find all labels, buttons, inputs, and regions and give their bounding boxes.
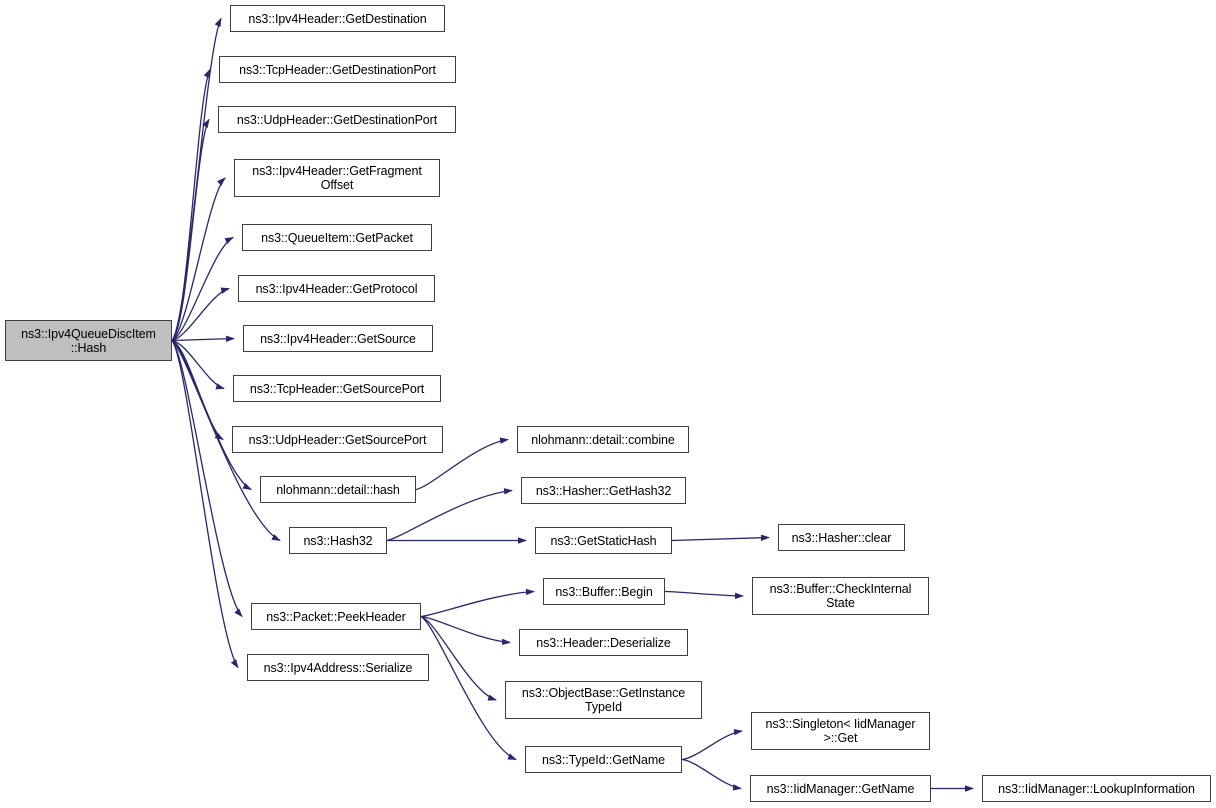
graph-node-getpacket[interactable]: ns3::QueueItem::GetPacket: [242, 224, 432, 251]
graph-node-getdest[interactable]: ns3::Ipv4Header::GetDestination: [230, 5, 445, 32]
edge-peekheader-to-deserialize: [420, 615, 511, 646]
graph-node-label: ns3::UdpHeader::GetDestinationPort: [236, 112, 438, 127]
graph-node-label: ns3::Header::Deserialize: [536, 635, 671, 650]
graph-node-label: nlohmann::detail::hash: [276, 482, 400, 497]
graph-node-lookupinfo[interactable]: ns3::IidManager::LookupInformation: [982, 775, 1211, 802]
edge-peekheader-to-bufbegin: [420, 588, 535, 618]
graph-node-label: ns3::Ipv4Header::GetSource: [260, 331, 416, 346]
graph-node-label: ns3::TcpHeader::GetSourcePort: [249, 381, 425, 396]
graph-node-nlhash[interactable]: nlohmann::detail::hash: [260, 476, 416, 503]
graph-node-bufbegin[interactable]: ns3::Buffer::Begin: [543, 578, 665, 605]
edge-bufbegin-to-checkstate: [664, 590, 744, 600]
graph-node-deserialize[interactable]: ns3::Header::Deserialize: [519, 629, 688, 656]
edge-peekheader-to-typeidname: [420, 615, 517, 761]
edge-statichash-to-hasherclear: [671, 534, 770, 542]
graph-node-label: ns3::Ipv4Header::GetDestination: [248, 11, 427, 26]
graph-node-label: ns3::TcpHeader::GetDestinationPort: [239, 62, 436, 77]
edge-root-to-getsource: [171, 335, 235, 342]
graph-node-label: ns3::Buffer::Begin: [555, 584, 653, 599]
graph-node-label: ns3::Buffer::CheckInternal State: [769, 582, 912, 610]
graph-node-serialize[interactable]: ns3::Ipv4Address::Serialize: [247, 654, 429, 681]
graph-node-label: ns3::Ipv4QueueDiscItem ::Hash: [21, 326, 156, 355]
graph-node-label: ns3::ObjectBase::GetInstance TypeId: [521, 686, 686, 714]
graph-node-hasherclear[interactable]: ns3::Hasher::clear: [778, 524, 905, 551]
edge-root-to-getpacket: [171, 236, 234, 342]
edge-root-to-fragoff: [171, 177, 226, 342]
edge-typeidname-to-iidname: [681, 758, 742, 791]
graph-node-hash32[interactable]: ns3::Hash32: [289, 527, 387, 554]
graph-node-label: ns3::Hasher::GetHash32: [535, 483, 672, 498]
graph-node-tcpsport[interactable]: ns3::TcpHeader::GetSourcePort: [233, 375, 441, 402]
graph-node-label: ns3::Ipv4Header::GetProtocol: [255, 281, 418, 296]
graph-node-udpsport[interactable]: ns3::UdpHeader::GetSourcePort: [232, 426, 443, 453]
graph-node-peekheader[interactable]: ns3::Packet::PeekHeader: [251, 603, 421, 630]
graph-node-root[interactable]: ns3::Ipv4QueueDiscItem ::Hash: [5, 320, 172, 361]
graph-node-label: ns3::Hash32: [303, 533, 373, 548]
graph-node-getproto[interactable]: ns3::Ipv4Header::GetProtocol: [238, 275, 435, 302]
graph-node-checkstate[interactable]: ns3::Buffer::CheckInternal State: [752, 577, 929, 615]
edge-root-to-tcpdport: [171, 68, 211, 341]
graph-node-label: ns3::IidManager::GetName: [766, 781, 915, 796]
edge-peekheader-to-instypeid: [420, 615, 497, 701]
graph-node-label: ns3::GetStaticHash: [550, 533, 657, 548]
graph-node-iidname[interactable]: ns3::IidManager::GetName: [750, 775, 931, 802]
edge-root-to-nlhash: [171, 339, 252, 491]
graph-node-instypeid[interactable]: ns3::ObjectBase::GetInstance TypeId: [505, 681, 702, 719]
graph-node-typeidname[interactable]: ns3::TypeId::GetName: [525, 746, 682, 773]
graph-node-tcpdport[interactable]: ns3::TcpHeader::GetDestinationPort: [219, 56, 456, 83]
graph-node-udpdport[interactable]: ns3::UdpHeader::GetDestinationPort: [218, 106, 456, 133]
edge-root-to-tcpsport: [171, 339, 225, 390]
graph-node-label: ns3::IidManager::LookupInformation: [998, 781, 1195, 796]
edge-root-to-serialize: [171, 340, 239, 669]
graph-node-label: ns3::Ipv4Header::GetFragment Offset: [252, 164, 422, 192]
graph-node-combine[interactable]: nlohmann::detail::combine: [517, 426, 689, 453]
graph-node-label: ns3::UdpHeader::GetSourcePort: [248, 432, 427, 447]
edge-root-to-udpdport: [171, 118, 210, 341]
graph-node-singleton[interactable]: ns3::Singleton< IidManager >::Get: [751, 712, 930, 750]
graph-node-label: ns3::Singleton< IidManager >::Get: [765, 717, 916, 745]
edge-typeidname-to-singleton: [681, 728, 743, 761]
graph-node-statichash[interactable]: ns3::GetStaticHash: [535, 527, 672, 554]
edge-root-to-getproto: [171, 287, 230, 342]
graph-node-label: ns3::Ipv4Address::Serialize: [263, 660, 413, 675]
graph-node-gethash32[interactable]: ns3::Hasher::GetHash32: [521, 477, 686, 504]
edge-root-to-peekheader: [171, 340, 243, 618]
edge-root-to-udpsport: [171, 339, 224, 441]
graph-node-getsource[interactable]: ns3::Ipv4Header::GetSource: [243, 325, 433, 352]
edge-root-to-getdest: [171, 17, 222, 341]
graph-node-label: nlohmann::detail::combine: [531, 432, 675, 447]
graph-node-fragoff[interactable]: ns3::Ipv4Header::GetFragment Offset: [234, 159, 440, 197]
graph-node-label: ns3::QueueItem::GetPacket: [261, 230, 413, 245]
graph-node-label: ns3::Packet::PeekHeader: [266, 609, 406, 624]
graph-node-label: ns3::Hasher::clear: [791, 530, 892, 545]
graph-node-label: ns3::TypeId::GetName: [541, 752, 666, 767]
